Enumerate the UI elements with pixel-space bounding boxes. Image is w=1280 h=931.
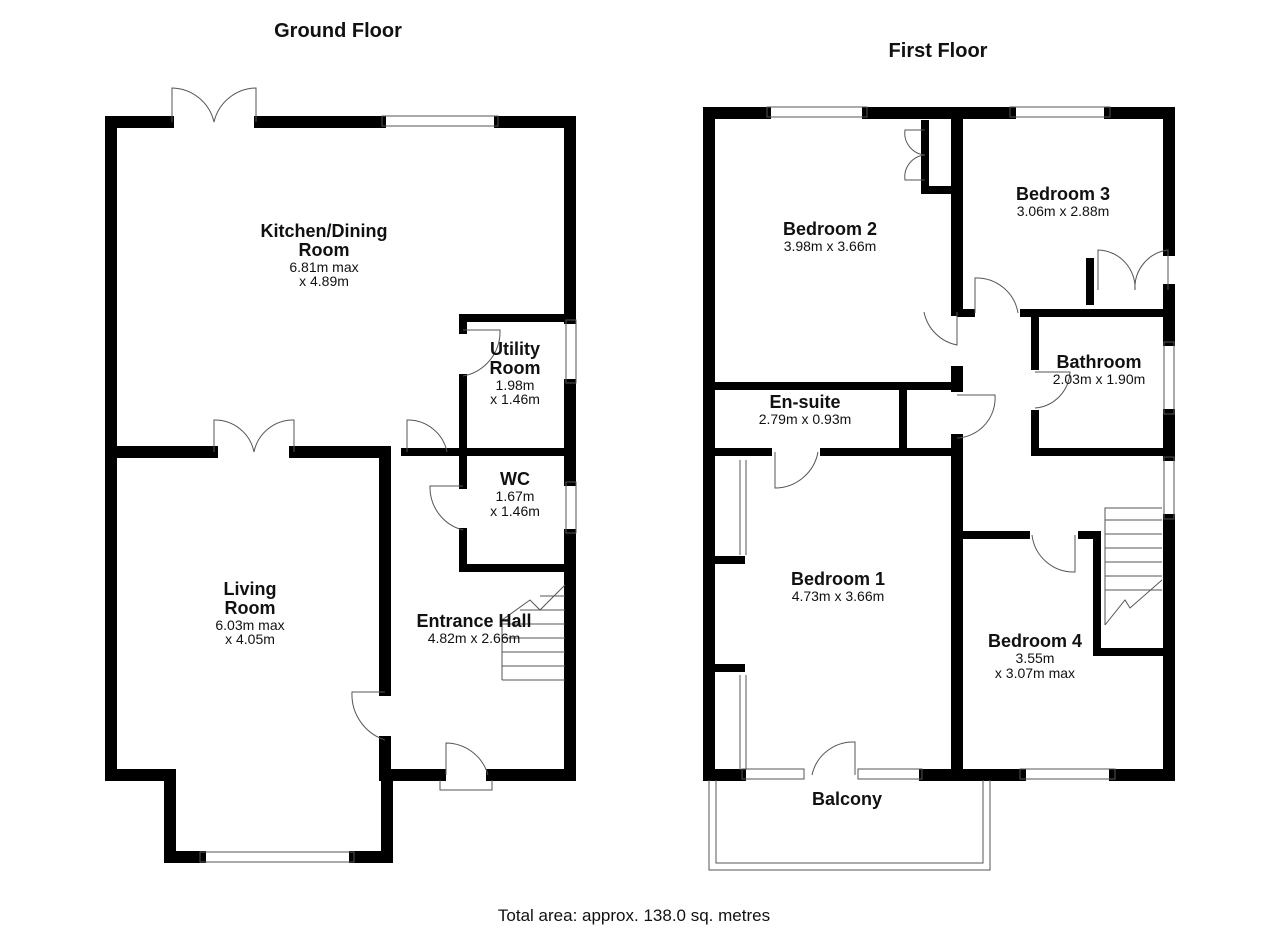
room-bedroom-1: Bedroom 1 4.73m x 3.66m — [790, 569, 886, 604]
total-area: Total area: approx. 138.0 sq. metres — [497, 906, 771, 925]
living-french-doors — [213, 419, 295, 453]
room-bathroom: Bathroom 2.03m x 1.90m — [1052, 352, 1146, 387]
bedroom4-window — [1019, 768, 1116, 780]
ground-floor-walls — [105, 116, 576, 863]
balcony-outline — [708, 780, 991, 871]
balcony-door — [811, 741, 856, 776]
staircase — [1104, 507, 1163, 626]
rear-french-doors — [171, 87, 257, 123]
room-bedroom-4: Bedroom 4 3.55m x 3.07m max — [987, 631, 1083, 681]
hall-door — [406, 419, 448, 453]
bathroom-window — [1163, 341, 1175, 415]
first-floor-title: First Floor — [888, 40, 988, 62]
bedroom3-window — [1009, 106, 1111, 118]
kitchen-window — [381, 115, 499, 127]
bedroom1-window-left — [741, 768, 805, 780]
first-floor-fixtures — [708, 106, 1175, 871]
room-bedroom-2: Bedroom 2 3.98m x 3.66m — [782, 219, 878, 254]
ground-floor-fixtures — [171, 87, 577, 863]
room-wc: WC 1.67m x 1.46m — [490, 469, 540, 519]
staircase — [501, 584, 566, 681]
bedroom4-door — [1031, 534, 1076, 573]
room-kitchen-dining: Kitchen/Dining Room 6.81m max x 4.89m — [260, 221, 388, 290]
bay-window — [199, 851, 355, 863]
bedroom2-door — [923, 311, 958, 346]
bedroom1-door — [774, 451, 819, 489]
front-door — [439, 742, 493, 791]
bedroom3-wardrobe — [1097, 249, 1169, 291]
room-living: Living Room 6.03m max x 4.05m — [215, 579, 285, 648]
ensuite-door — [956, 394, 996, 439]
ground-floor-title: Ground Floor — [274, 20, 402, 42]
living-door — [351, 691, 386, 741]
utility-window — [565, 319, 577, 384]
bathroom-door — [1034, 371, 1071, 409]
cupboard-doors — [904, 129, 926, 181]
room-entrance-hall: Entrance Hall 4.82m x 2.66m — [416, 611, 532, 646]
utility-door — [462, 329, 501, 377]
bedroom3-door — [974, 277, 1019, 314]
room-en-suite: En-suite 2.79m x 0.93m — [758, 392, 852, 427]
landing-window — [1163, 456, 1175, 520]
room-utility: Utility Room 1.98m x 1.46m — [489, 339, 541, 408]
wc-door — [429, 485, 464, 531]
bedroom2-window — [766, 106, 868, 118]
wardrobe-1 — [739, 460, 747, 555]
wardrobe-2 — [739, 675, 747, 770]
room-balcony: Balcony — [811, 789, 883, 809]
wc-window — [565, 481, 577, 534]
room-bedroom-3: Bedroom 3 3.06m x 2.88m — [1015, 184, 1111, 219]
bedroom1-window-right — [857, 768, 923, 780]
